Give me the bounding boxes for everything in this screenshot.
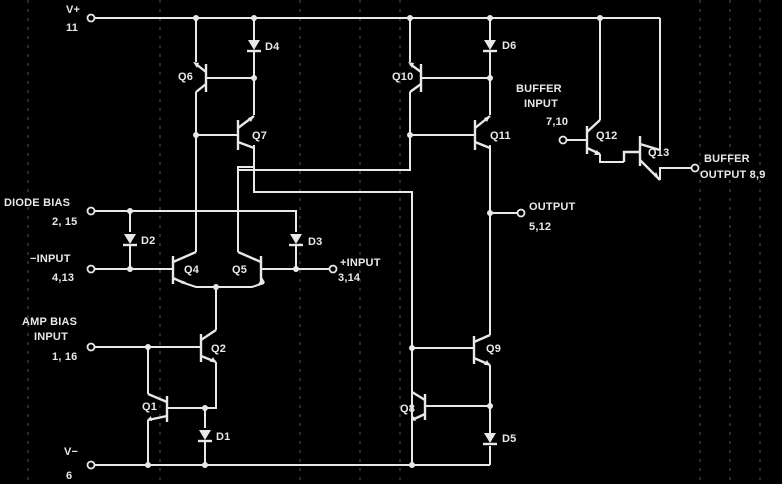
diode-d2 [123,234,137,247]
buffer-input-label: BUFFER [516,83,562,95]
transistor-q1 [147,392,169,422]
q13-label: Q13 [648,147,669,159]
transistor-q12 [585,119,601,156]
transistor-q4 [171,250,197,285]
d1-label: D1 [216,431,230,443]
q12-label: Q12 [596,130,617,142]
vplus-pin-label: 11 [66,22,78,34]
junction-dots [127,15,603,468]
transistor-q10 [408,62,423,93]
q8-label: Q8 [400,403,415,415]
vplus-label: V+ [66,4,80,16]
vminus-label: V− [64,446,78,458]
diode-d1 [198,430,212,443]
output-label: OUTPUT [529,201,576,213]
output-terminal [516,208,526,218]
transistor-q8 [411,390,427,422]
diode-d4 [247,40,261,53]
d2-label: D2 [141,235,155,247]
q6-label: Q6 [178,71,193,83]
plus-input-terminal [328,264,338,274]
q2-label: Q2 [211,343,226,355]
q11-label: Q11 [490,130,511,142]
d5-label: D5 [502,433,516,445]
diode-bias-label: DIODE BIAS [4,197,70,209]
d3-label: D3 [308,236,322,248]
wiring [94,17,692,466]
diode-bias-terminal [86,206,96,216]
plus-input-label: +INPUT [340,257,381,269]
minus-input-label: −INPUT [30,253,71,265]
diode-d5 [483,433,497,446]
buffer-output-terminal [690,163,700,173]
plus-input-pins-label: 3,14 [338,272,361,284]
transistor-q11 [473,115,491,150]
q9-label: Q9 [486,343,501,355]
vplus-terminal [86,13,96,23]
d4-label: D4 [265,41,280,53]
q4-label: Q4 [184,264,200,276]
minus-input-terminal [86,264,96,274]
transistor-q2 [199,329,217,364]
buffer-output-pins-label: OUTPUT 8,9 [700,169,766,181]
q1-label: Q1 [142,401,157,413]
device-labels: Q6 Q7 Q10 Q11 Q12 Q13 Q4 Q5 Q2 Q1 Q9 Q8 … [141,40,669,445]
buffer-input-pins-label: 7,10 [546,116,568,128]
q10-label: Q10 [392,71,413,83]
buffer-input-input-label: INPUT [524,98,558,110]
diode-d6 [483,40,497,53]
output-pins-label: 5,12 [529,221,551,233]
diode-bias-pins-label: 2, 15 [52,216,77,228]
transistor-q5 [237,250,266,284]
amp-bias-terminal [86,342,96,352]
buffer-output-label: BUFFER [704,153,750,165]
d6-label: D6 [502,40,516,52]
q7-label: Q7 [252,130,267,142]
diode-d3 [289,234,303,247]
transistor-q9 [472,333,491,367]
transistor-q7 [236,115,255,150]
minus-input-pins-label: 4,13 [52,272,74,284]
amp-bias-label: AMP BIAS [22,316,77,328]
vminus-pin-label: 6 [66,470,72,482]
amp-bias-input-label: INPUT [34,331,68,343]
pin-labels: V+ 11 V− 6 DIODE BIAS 2, 15 −INPUT 4,13 … [4,4,766,482]
amp-bias-pins-label: 1, 16 [52,351,77,363]
transistor-q13 [622,136,661,181]
vminus-terminal [86,460,96,470]
q5-label: Q5 [232,264,247,276]
terminals [86,13,700,470]
transistor-q6 [193,62,208,93]
buffer-input-terminal [558,135,568,145]
